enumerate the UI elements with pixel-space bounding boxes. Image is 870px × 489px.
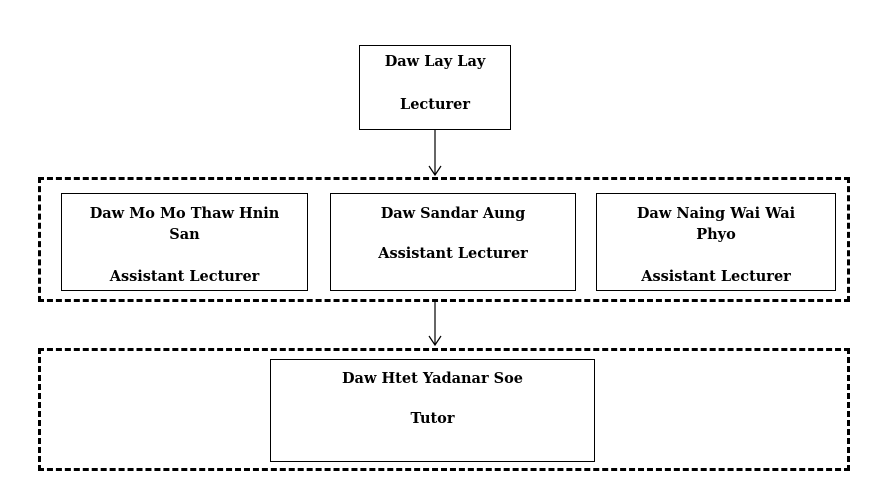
assistant-lecturer-name-line2: San (169, 226, 200, 243)
assistant-lecturer-role: Assistant Lecturer (378, 245, 528, 262)
lecturer-node: Daw Lay Lay Lecturer (359, 45, 511, 130)
arrowhead-lecturer-to-assistants (428, 165, 442, 177)
assistant-lecturer-role: Assistant Lecturer (109, 268, 260, 285)
assistant-lecturer-name-line1: Daw Mo Mo Thaw Hnin (89, 205, 280, 222)
assistant-lecturer-node-3: Daw Naing Wai Wai Phyo Assistant Lecture… (596, 193, 836, 291)
tutor-name: Daw Htet Yadanar Soe (341, 370, 524, 387)
lecturer-role: Lecturer (400, 96, 470, 113)
assistant-lecturer-role: Assistant Lecturer (641, 268, 791, 285)
assistant-lecturer-name-line1: Daw Sandar Aung (380, 205, 526, 222)
assistant-lecturer-name-line2: Phyo (696, 226, 736, 243)
tutor-node: Daw Htet Yadanar Soe Tutor (270, 359, 595, 462)
arrowhead-assistants-to-tutor (428, 335, 442, 347)
tutor-role: Tutor (410, 410, 455, 427)
assistant-lecturers-group (38, 177, 850, 302)
assistant-lecturer-node-1: Daw Mo Mo Thaw Hnin San Assistant Lectur… (61, 193, 308, 291)
lecturer-name: Daw Lay Lay (384, 53, 486, 70)
assistant-lecturer-node-2: Daw Sandar Aung Assistant Lecturer (330, 193, 576, 291)
assistant-lecturer-name-line1: Daw Naing Wai Wai (636, 205, 796, 222)
tutor-group (38, 348, 850, 471)
